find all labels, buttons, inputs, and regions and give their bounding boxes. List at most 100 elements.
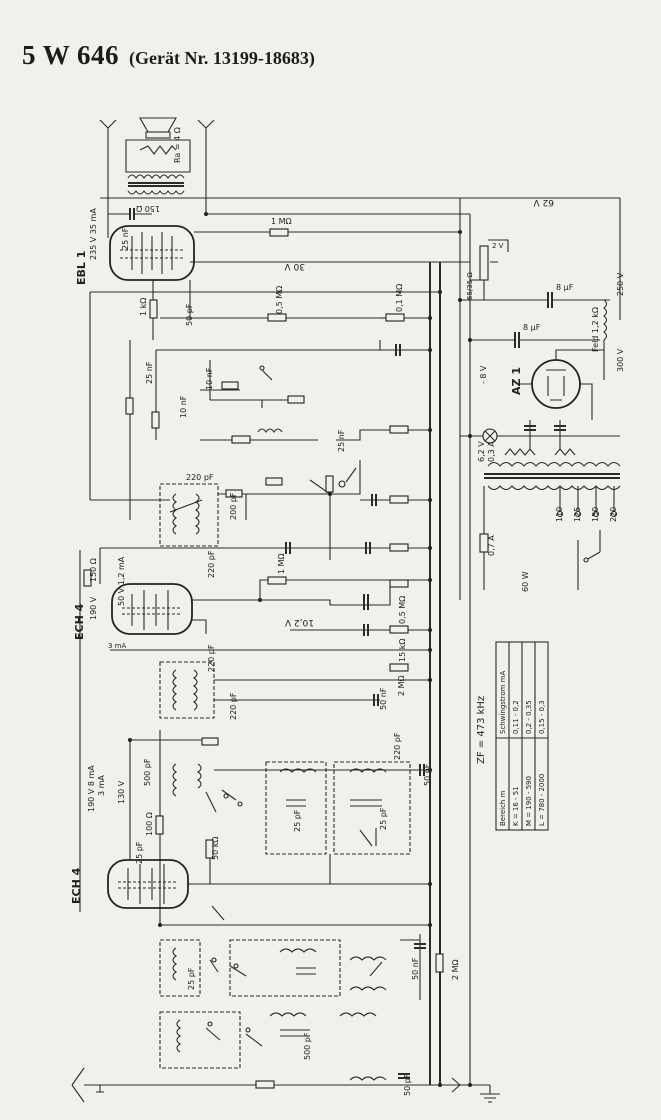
if-frequency: ZF = 473 kHz bbox=[476, 696, 487, 764]
page-title: 5 W 646 (Gerät Nr. 13199-18683) bbox=[22, 40, 315, 71]
antenna-right bbox=[197, 119, 215, 214]
tube-ebl1: EBL 1 235 V 35 mA bbox=[75, 208, 195, 285]
res-05m-label: 0,5 MΩ bbox=[275, 286, 284, 314]
oscillator-coils: 500 pF 130 V bbox=[117, 730, 243, 925]
cap-50nf-b: 50 nF bbox=[411, 957, 420, 980]
antenna-input: 50 pF bbox=[71, 1067, 412, 1103]
ech2-anode-voltage: 130 V bbox=[117, 780, 126, 804]
tube-ech4-upper-label: ECH 4 bbox=[73, 603, 86, 640]
tube-ech4-lower-label: ECH 4 bbox=[70, 867, 83, 904]
lamp-current: 0,3 A bbox=[487, 441, 496, 462]
voltage-300: 300 V bbox=[616, 348, 625, 372]
resistor-10k bbox=[210, 542, 430, 554]
speaker-impedance: Ra = 4 Ω bbox=[173, 127, 182, 163]
tube-az1: AZ 1 bbox=[510, 349, 604, 420]
res-50k-label: 50 kΩ bbox=[211, 837, 220, 860]
fuse-label: 0,7 A bbox=[487, 535, 496, 556]
antenna-left bbox=[99, 119, 117, 238]
cathode-resistor-label: 150 Ω bbox=[136, 204, 160, 213]
tone-network: 25 nF 10 nF 10 nF bbox=[125, 340, 305, 520]
cap-20pf: 25 pF bbox=[379, 807, 388, 830]
cap-05uf-label: 25 nF bbox=[337, 429, 346, 452]
band-row-k-current: 0,11 - 0,2 bbox=[512, 700, 520, 734]
res-1m-label: 1 MΩ bbox=[271, 217, 292, 226]
volume-control: 200 pF bbox=[218, 460, 430, 560]
negative-voltage: - 8 V bbox=[479, 365, 488, 384]
filter-cap-8uf-bottom: 8 μF bbox=[470, 323, 600, 348]
tube-az1-label: AZ 1 bbox=[510, 367, 523, 395]
field-label: Feld 1,2 kΩ bbox=[591, 307, 600, 352]
coupling-cap-50pf: 50 pF bbox=[185, 280, 194, 326]
aeg-rail-label: 30 V bbox=[284, 261, 305, 271]
cap-25nf-b: 25 nF bbox=[145, 361, 154, 384]
ground-symbol bbox=[451, 1077, 500, 1103]
res-1m-b: 1 MΩ bbox=[277, 553, 286, 574]
res-2m-a: 2 MΩ bbox=[397, 675, 406, 696]
cap-220pf-a: 220 pF bbox=[186, 473, 214, 482]
band-row-k-range: K = 16 - 51 bbox=[512, 786, 520, 826]
output-transformer: 150 Ω bbox=[127, 174, 185, 213]
loudspeaker: Ra = 4 Ω bbox=[125, 117, 191, 173]
antenna-coils: 50 nF 2 MΩ 25 pF bbox=[159, 934, 460, 1000]
cap-200pf: 200 pF bbox=[229, 492, 238, 520]
cap-8uf-label: 8 μF bbox=[556, 283, 574, 292]
cap-15pf: 25 pF bbox=[293, 809, 302, 832]
band-header-current: Schwingstrom mA bbox=[499, 670, 507, 734]
mains-tap-150: 150 bbox=[591, 507, 600, 522]
res-150-label: 150 Ω bbox=[89, 558, 98, 582]
field-coil: 250 V Feld 1,2 kΩ 300 V bbox=[591, 272, 625, 380]
capacitor-25nf-a: 25 nF bbox=[108, 208, 152, 250]
res-01m-label: 0,1 MΩ bbox=[395, 284, 404, 312]
junction-dots bbox=[128, 212, 472, 1087]
cap-8uf-2-label: 8 μF bbox=[523, 323, 541, 332]
device-range: (Gerät Nr. 13199-18683) bbox=[129, 48, 315, 68]
ebl-voltage-label: 235 V 35 mA bbox=[89, 208, 98, 260]
model-number: 5 W 646 bbox=[22, 40, 120, 70]
pot-voltage: 2 V bbox=[492, 242, 504, 250]
tube-ebl1-label: EBL 1 bbox=[75, 251, 88, 285]
band-header-range: Bereich m bbox=[499, 790, 507, 826]
ech2-grid-current: 3 mA bbox=[97, 775, 106, 796]
pot-label: 65/35 Ω bbox=[466, 272, 474, 300]
ech1-grid-current: 3 mA bbox=[108, 642, 126, 650]
ech1-voltage: 50 V 1,2 mA bbox=[117, 556, 126, 606]
cap-50nf-a: 50 nF bbox=[379, 687, 388, 710]
res-100-label: 100 Ω bbox=[145, 812, 154, 836]
ra-rail-label: 10,2 V bbox=[284, 617, 314, 627]
if-transformer-2: 220 pF 220 pF bbox=[159, 473, 219, 578]
mains-tap-220: 220 bbox=[609, 507, 618, 522]
ech2-voltage: 190 V 8 mA bbox=[87, 765, 96, 812]
cap-10nf-b: 10 nF bbox=[205, 367, 214, 390]
res-1k-label: 1 kΩ bbox=[139, 298, 148, 316]
rc-network-mid: 25 nF bbox=[200, 340, 430, 452]
if-transformer-1: 220 pF 220 pF 50 nF 2 MΩ bbox=[159, 644, 430, 720]
hum-pot: 65/35 Ω 2 V bbox=[466, 239, 509, 300]
cap-500pf-a: 500 pF bbox=[143, 758, 152, 786]
filter-cap-8uf-top: 8 μF bbox=[460, 283, 610, 308]
cap-220pf-b: 220 pF bbox=[207, 550, 216, 578]
res-2m-b: 2 MΩ bbox=[451, 959, 460, 980]
grid-resistor-1k: 1 kΩ bbox=[139, 280, 158, 340]
resistor-01m-a: 0,1 MΩ bbox=[380, 284, 430, 322]
res-15k-label: 15 kΩ bbox=[398, 639, 407, 662]
cap-57pf: 50 pF bbox=[423, 763, 432, 786]
preselector: 25 pF 25 pF 50 pF 220 pF bbox=[214, 732, 432, 855]
band-row-l-current: 0,15 - 0,3 bbox=[538, 700, 546, 734]
res-05m-b: 0,5 MΩ bbox=[398, 596, 407, 624]
cap-20pf-b: 25 pF bbox=[187, 967, 196, 990]
mains-switch: 60 W bbox=[521, 530, 601, 592]
tube-ech4-upper: ECH 4 190 V 50 V 1,2 mA 3 mA bbox=[73, 556, 193, 650]
mains-fuse: 0,7 A bbox=[479, 486, 496, 590]
band-row-l-range: L = 780 - 2000 bbox=[538, 774, 546, 826]
pilot-lamp: 6,2 V 0,3 A bbox=[460, 428, 620, 462]
band-table: Bereich m Schwingstrom mA K = 16 - 51 0,… bbox=[495, 641, 549, 831]
cap-25nf-label: 25 nF bbox=[121, 227, 130, 250]
band-row-m-current: 0,2 - 0,35 bbox=[525, 700, 533, 734]
resistor-1m-top: 1 MΩ bbox=[194, 217, 460, 237]
rails bbox=[79, 197, 621, 1086]
cap-50pf-b: 50 pF bbox=[403, 1073, 412, 1096]
tube-ech4-lower: ECH 4 190 V 8 mA 3 mA bbox=[70, 765, 430, 921]
cap-220pf-c: 220 pF bbox=[207, 644, 216, 672]
